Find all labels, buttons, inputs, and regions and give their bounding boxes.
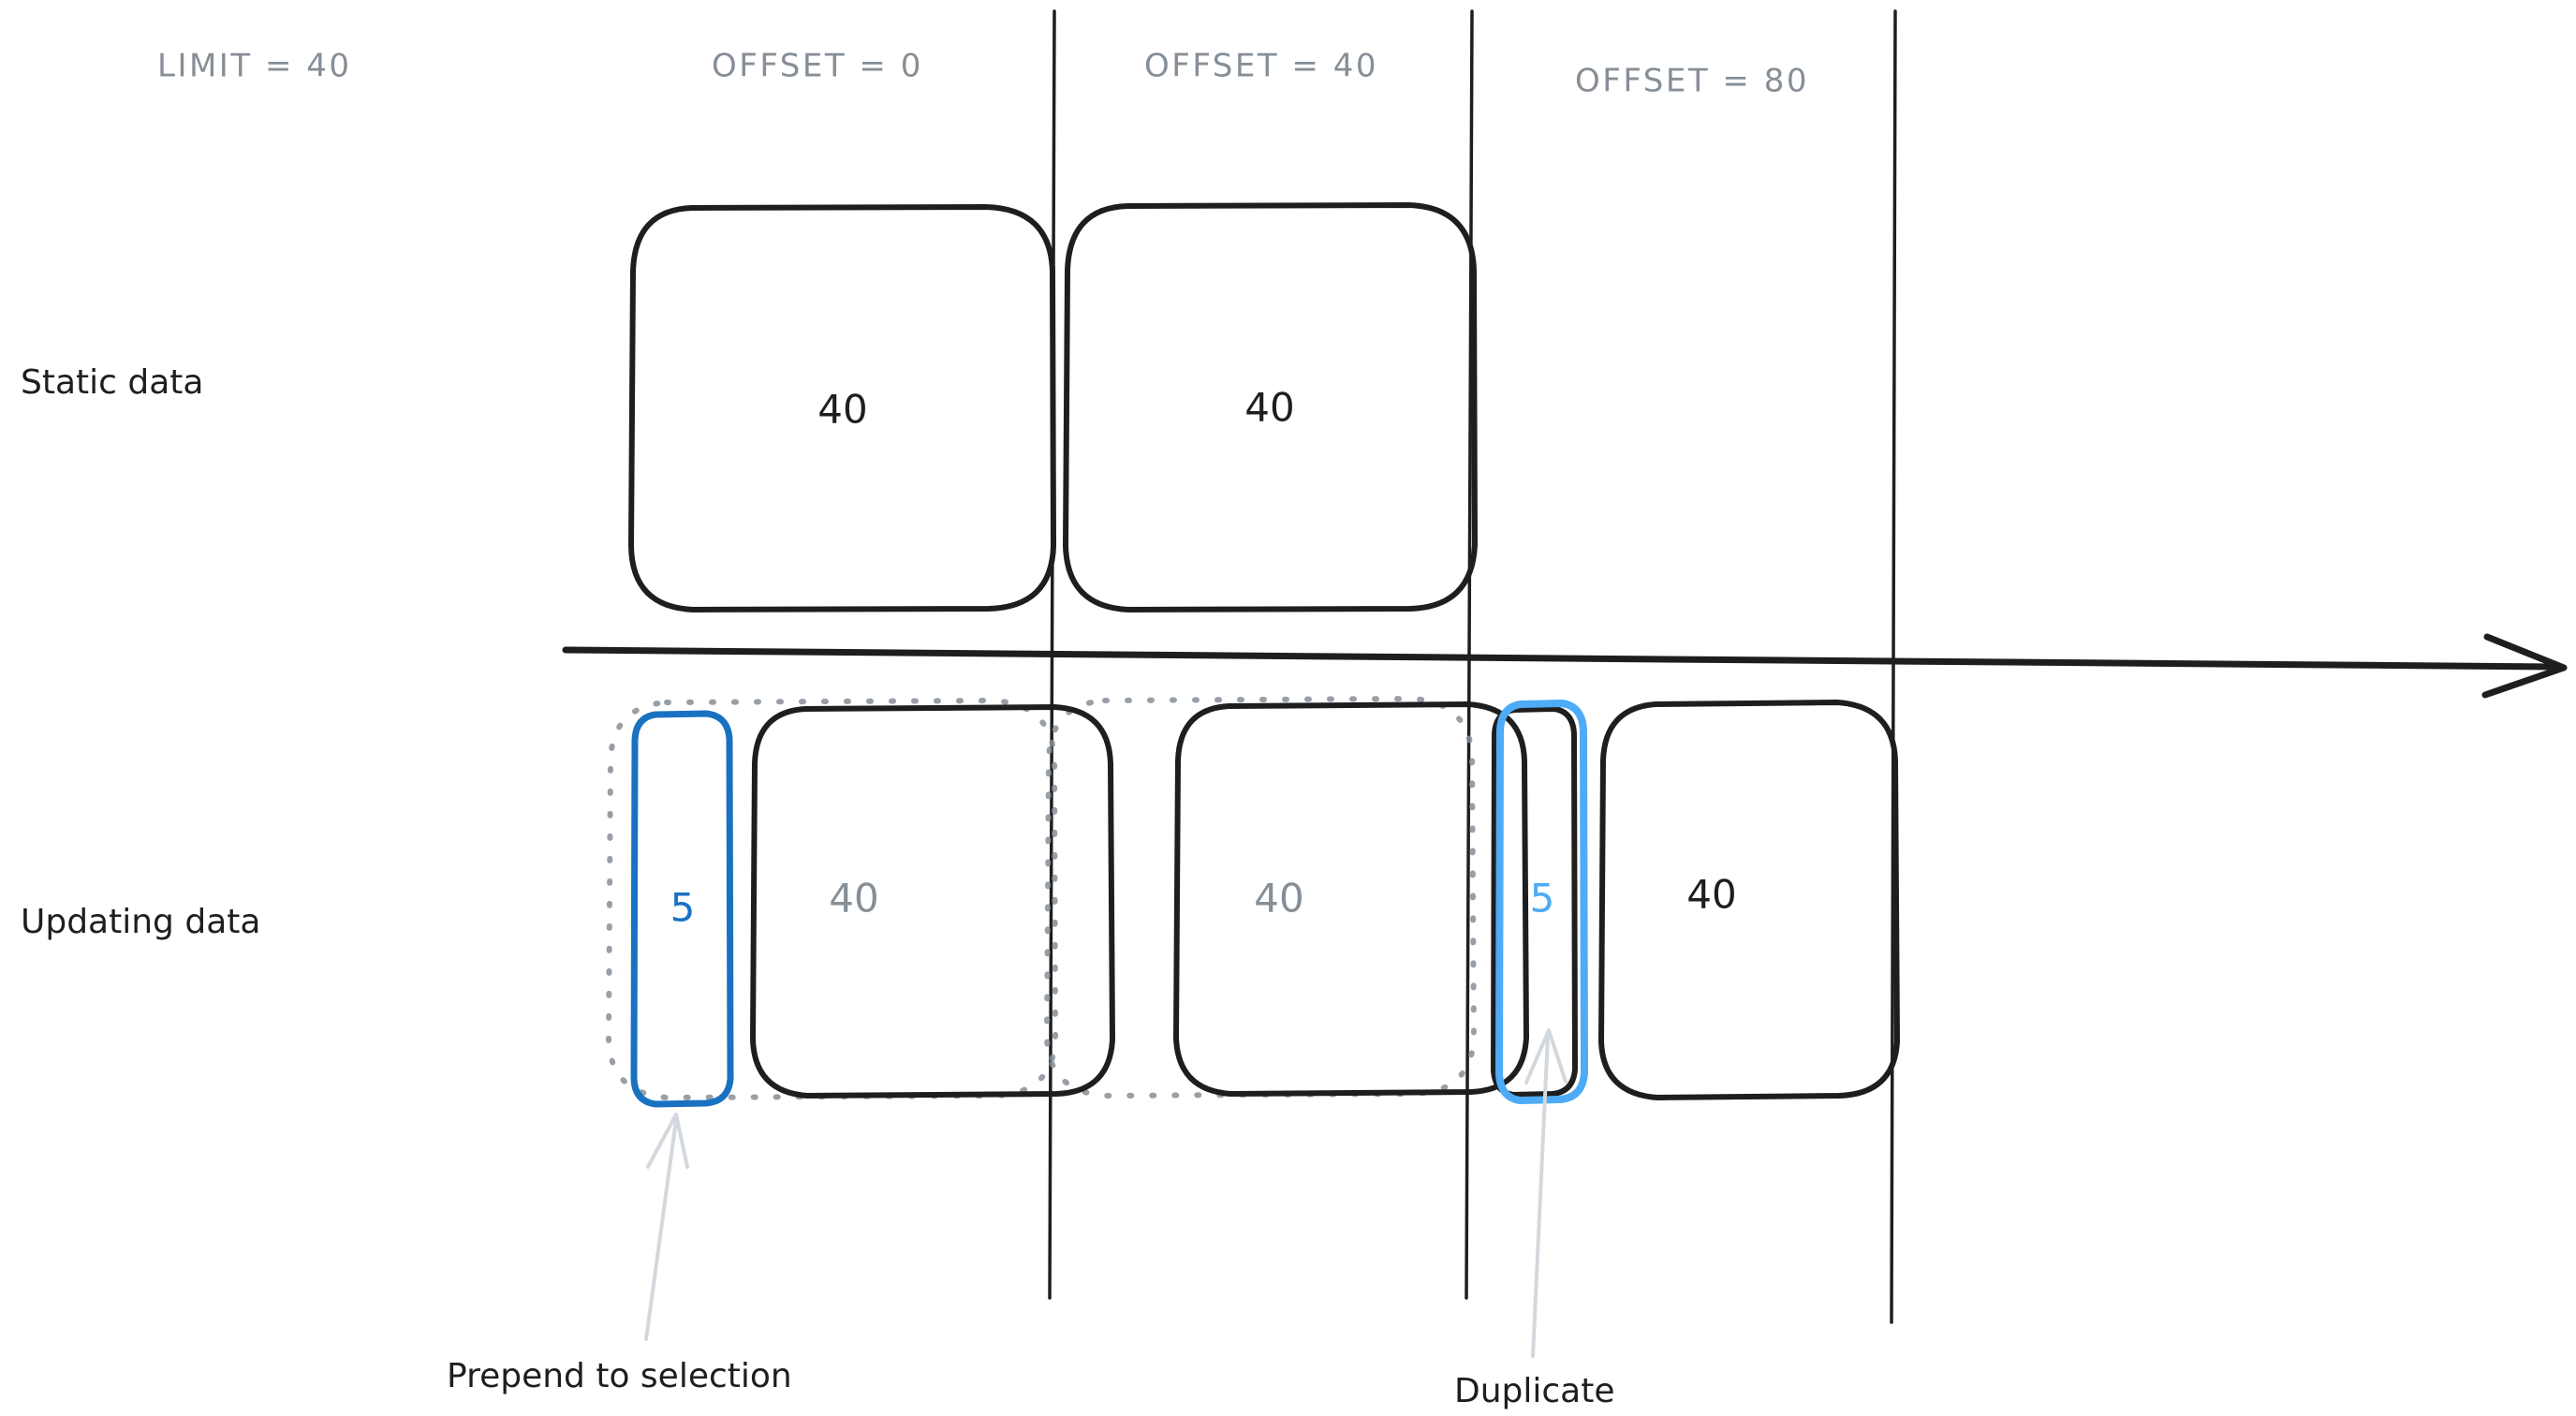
updating-box-duplicate-5-underlay [1491,706,1578,1098]
updating-box-page1-40-value: 40 [829,876,878,922]
callout-duplicate-line [1531,1034,1550,1358]
static-box-2-value: 40 [1244,385,1294,431]
static-row-group: 40 40 [628,202,1478,612]
updating-box-prepend-5 [630,710,734,1108]
label-offset-80: OFFSET = 80 [1575,63,1809,100]
label-limit: LIMIT = 40 [157,48,351,85]
updating-box-page2-40 [1173,701,1529,1097]
label-updating-data: Updating data [21,903,260,941]
callout-prepend-arrowhead-icon [646,1113,689,1169]
callout-duplicate: Duplicate [1454,1028,1615,1410]
label-prepend-to-selection: Prepend to selection [447,1357,792,1395]
callout-prepend: Prepend to selection [447,1113,792,1395]
label-duplicate: Duplicate [1454,1372,1615,1410]
label-offset-0: OFFSET = 0 [712,48,923,85]
updating-row-group: 5 40 40 5 40 [630,700,1900,1108]
timeline-arrowhead-icon [2481,633,2568,699]
label-static-data: Static data [21,363,203,402]
updating-box-prepend-5-value: 5 [670,885,696,931]
updating-box-duplicate-5 [1495,700,1588,1104]
static-box-2 [1063,202,1478,612]
static-box-1 [628,204,1056,612]
callout-duplicate-arrowhead-icon [1524,1028,1568,1084]
callout-prepend-line [644,1118,678,1341]
divider-offset-80 [1890,9,1897,1324]
updating-box-page3-40 [1598,700,1900,1100]
ghost-outlines [606,696,1477,1100]
timeline-axis [562,633,2568,699]
static-box-1-value: 40 [817,387,867,433]
updating-box-page1-40 [750,704,1115,1099]
updating-box-page3-40-value: 40 [1686,872,1736,918]
label-offset-40: OFFSET = 40 [1144,48,1378,85]
timeline-axis-line [562,646,2558,671]
updating-box-duplicate-5-value: 5 [1530,876,1555,922]
updating-box-page2-40-value: 40 [1254,876,1303,922]
